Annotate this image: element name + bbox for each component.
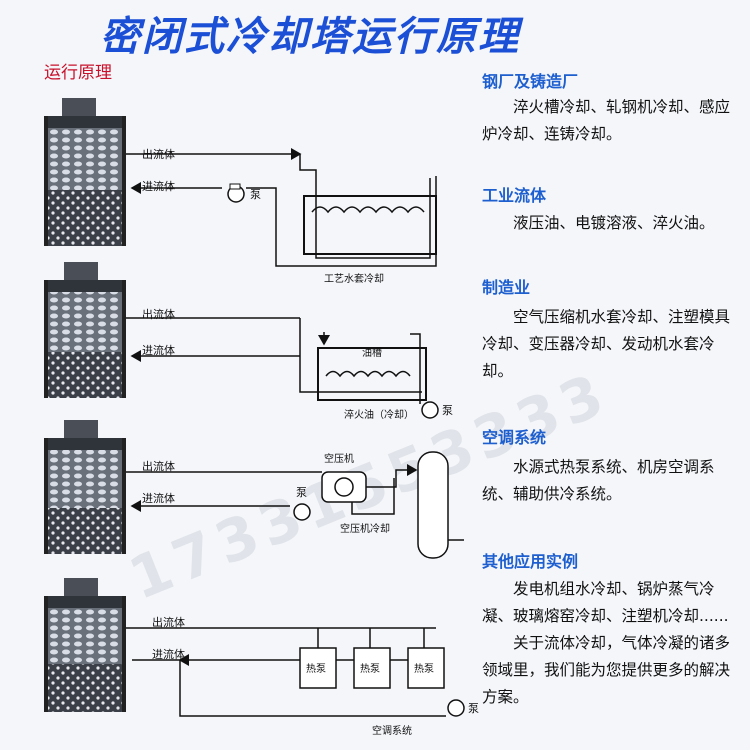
d3-outflow-label: 出流体 (142, 459, 175, 473)
heat-pump-units (299, 647, 445, 689)
diagram-4-air-conditioning: 出流体 进流体 热泵 热泵 热泵 泵 空调系统 (44, 578, 479, 737)
d1-outflow-label: 出流体 (142, 147, 175, 161)
air-tank-icon (417, 451, 449, 559)
category-title-industrial-fluid: 工业流体 (482, 186, 547, 205)
page-title: 密闭式冷却塔运行原理 (100, 14, 520, 60)
d4-inflow-label: 进流体 (152, 647, 185, 661)
cooling-tower-2 (44, 262, 126, 398)
diagram-1-quench-tank: 出流体 进流体 泵 工艺水套冷却 (44, 98, 437, 285)
diagram-2-oil-quench: 出流体 进流体 油槽 泵 淬火油（冷却） (44, 262, 453, 421)
d2-inflow-label: 进流体 (142, 343, 175, 357)
category-text-manufacturing: 空气压缩机水套冷却、注塑模具冷却、变压器冷却、发动机水套冷却。 (482, 308, 731, 380)
d1-caption: 工艺水套冷却 (324, 272, 384, 285)
d2-pump-label: 泵 (442, 404, 453, 417)
d3-compressor-label: 空压机 (324, 452, 354, 465)
d3-inflow-label: 进流体 (142, 491, 175, 505)
cooling-tower-3 (44, 420, 126, 554)
air-compressor-icon (321, 471, 367, 503)
d2-caption: 淬火油（冷却） (344, 408, 414, 421)
d2-tank-label: 油槽 (362, 346, 382, 359)
category-title-steel: 钢厂及铸造厂 (482, 72, 579, 91)
pump-icon (447, 699, 465, 717)
d4-heatpump-label-3: 热泵 (414, 662, 434, 675)
category-title-other: 其他应用实例 (482, 552, 579, 571)
d2-outflow-label: 出流体 (142, 307, 175, 321)
quench-tank (303, 195, 437, 255)
pump-icon (421, 401, 439, 419)
category-text-other: 发电机组水冷却、锅炉蒸气冷凝、玻璃熔窑冷却、注塑机冷却...... 关于流体冷却… (482, 580, 731, 706)
cooling-tower-1 (44, 98, 126, 246)
category-text-hvac: 水源式热泵系统、机房空调系统、辅助供冷系统。 (482, 458, 715, 503)
d4-heatpump-label-2: 热泵 (360, 662, 380, 675)
diagram-3-air-compressor: 出流体 进流体 空压机 泵 空压机冷却 (44, 420, 464, 559)
d3-pump-label: 泵 (296, 486, 307, 499)
d1-pump-label: 泵 (250, 188, 261, 201)
cooling-tower-4 (44, 578, 126, 712)
d4-outflow-label: 出流体 (152, 615, 185, 629)
category-title-hvac: 空调系统 (482, 428, 547, 447)
category-text-industrial-fluid: 液压油、电镀溶液、淬火油。 (513, 214, 715, 232)
category-title-manufacturing: 制造业 (482, 278, 531, 297)
section-subtitle: 运行原理 (44, 63, 112, 83)
d4-pump-label: 泵 (468, 702, 479, 715)
d1-inflow-label: 进流体 (142, 179, 175, 193)
category-text-steel: 淬火槽冷却、轧钢机冷却、感应炉冷却、连铸冷却。 (482, 98, 731, 143)
pump-icon (293, 503, 311, 521)
d3-caption: 空压机冷却 (340, 522, 390, 535)
oil-tank (317, 347, 427, 401)
d4-heatpump-label-1: 热泵 (306, 662, 326, 675)
d4-caption: 空调系统 (372, 724, 412, 737)
